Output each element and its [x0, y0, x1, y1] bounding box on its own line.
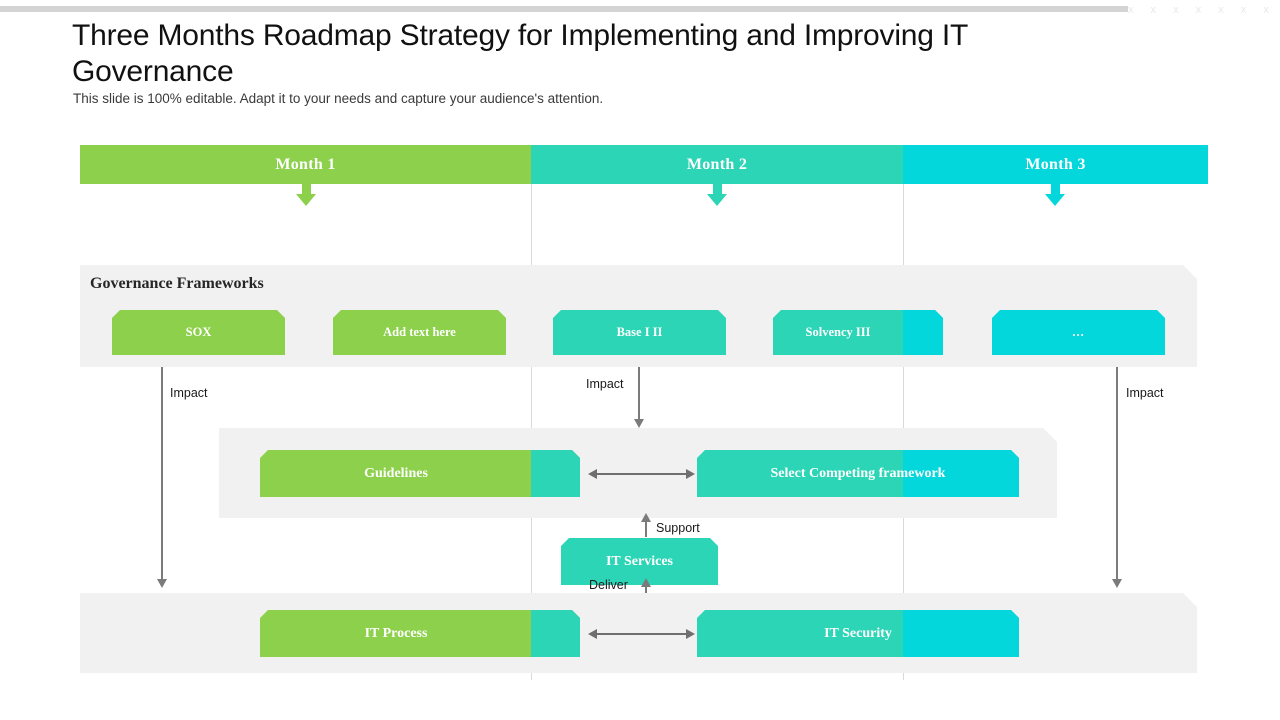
framework-tag-sox[interactable]: SOX [112, 310, 285, 355]
framework-tag-sox-label: SOX [185, 325, 212, 339]
page-subtitle: This slide is 100% editable. Adapt it to… [73, 91, 604, 106]
framework-tag-base-i-ii-label: Base I II [616, 325, 663, 339]
select-competing-framework-box-label: Select Competing framework [770, 465, 946, 481]
select-competing-framework-cyan-segment [903, 450, 1019, 497]
support-label: Support [656, 521, 700, 535]
month-bar-2-label: Month 2 [686, 155, 748, 173]
it-security-box-label: IT Security [824, 625, 892, 641]
impact-label-left: Impact [170, 386, 208, 400]
impact-arrow-right-line [1116, 367, 1118, 579]
support-arrow-head-icon [641, 513, 651, 522]
top-decorative-bar [0, 6, 1128, 12]
page-title: Three Months Roadmap Strategy for Implem… [72, 19, 968, 88]
it-services-box[interactable]: IT Services [561, 538, 718, 585]
top-right-x-marks: x x x x x x x x x [1128, 4, 1280, 16]
timeline-month-bars: Month 1 Month 2 Month 3 [80, 145, 1208, 184]
framework-tag-ellipsis-label: ... [1072, 325, 1085, 339]
it-process-teal-segment [531, 610, 580, 657]
impact-arrow-center-head-icon [634, 419, 644, 428]
select-competing-framework-box[interactable]: Select Competing framework [697, 450, 1019, 497]
it-process-box[interactable]: IT Process [260, 610, 580, 657]
guidelines-teal-segment [531, 450, 580, 497]
framework-tag-solvency-iii-label: Solvency III [805, 325, 871, 339]
impact-label-center: Impact [586, 377, 624, 391]
guidelines-box-label: Guidelines [364, 465, 428, 481]
impact-arrow-left-head-icon [157, 579, 167, 588]
middle-double-arrow-line [596, 473, 686, 475]
middle-double-arrow-right-head-icon [686, 469, 695, 479]
impact-arrow-right-head-icon [1112, 579, 1122, 588]
month-bar-3-label: Month 3 [1025, 155, 1086, 173]
month-bar-1[interactable]: Month 1 [80, 145, 531, 184]
support-arrow-line [645, 521, 647, 537]
guidelines-box[interactable]: Guidelines [260, 450, 580, 497]
framework-tag-add-text-here-label: Add text here [383, 325, 456, 339]
month-bar-3[interactable]: Month 3 [903, 145, 1208, 184]
deliver-label: Deliver [589, 578, 628, 592]
impact-label-right: Impact [1126, 386, 1164, 400]
month-bar-2[interactable]: Month 2 [531, 145, 903, 184]
framework-tag-ellipsis[interactable]: ... [992, 310, 1165, 355]
impact-arrow-left-line [161, 367, 163, 579]
it-process-box-label: IT Process [364, 625, 428, 641]
bottom-double-arrow-left-head-icon [588, 629, 597, 639]
bottom-double-arrow-right-head-icon [686, 629, 695, 639]
middle-double-arrow-left-head-icon [588, 469, 597, 479]
month-divider-guide-1 [531, 145, 532, 680]
month-bar-1-label: Month 1 [275, 155, 336, 173]
month-divider-guide-2 [903, 145, 904, 680]
framework-tag-solvency-iii[interactable]: Solvency III [773, 310, 943, 355]
framework-tag-add-text-here[interactable]: Add text here [333, 310, 506, 355]
it-security-cyan-segment [903, 610, 1019, 657]
bottom-double-arrow-line [596, 633, 686, 635]
it-services-box-label: IT Services [605, 553, 673, 569]
it-security-box[interactable]: IT Security [697, 610, 1019, 657]
governance-frameworks-title: Governance Frameworks [90, 275, 264, 292]
framework-tag-base-i-ii[interactable]: Base I II [553, 310, 726, 355]
solvency-iii-cyan-segment [903, 310, 943, 355]
deliver-arrow-head-icon [641, 578, 651, 587]
impact-arrow-center-line [638, 367, 640, 419]
